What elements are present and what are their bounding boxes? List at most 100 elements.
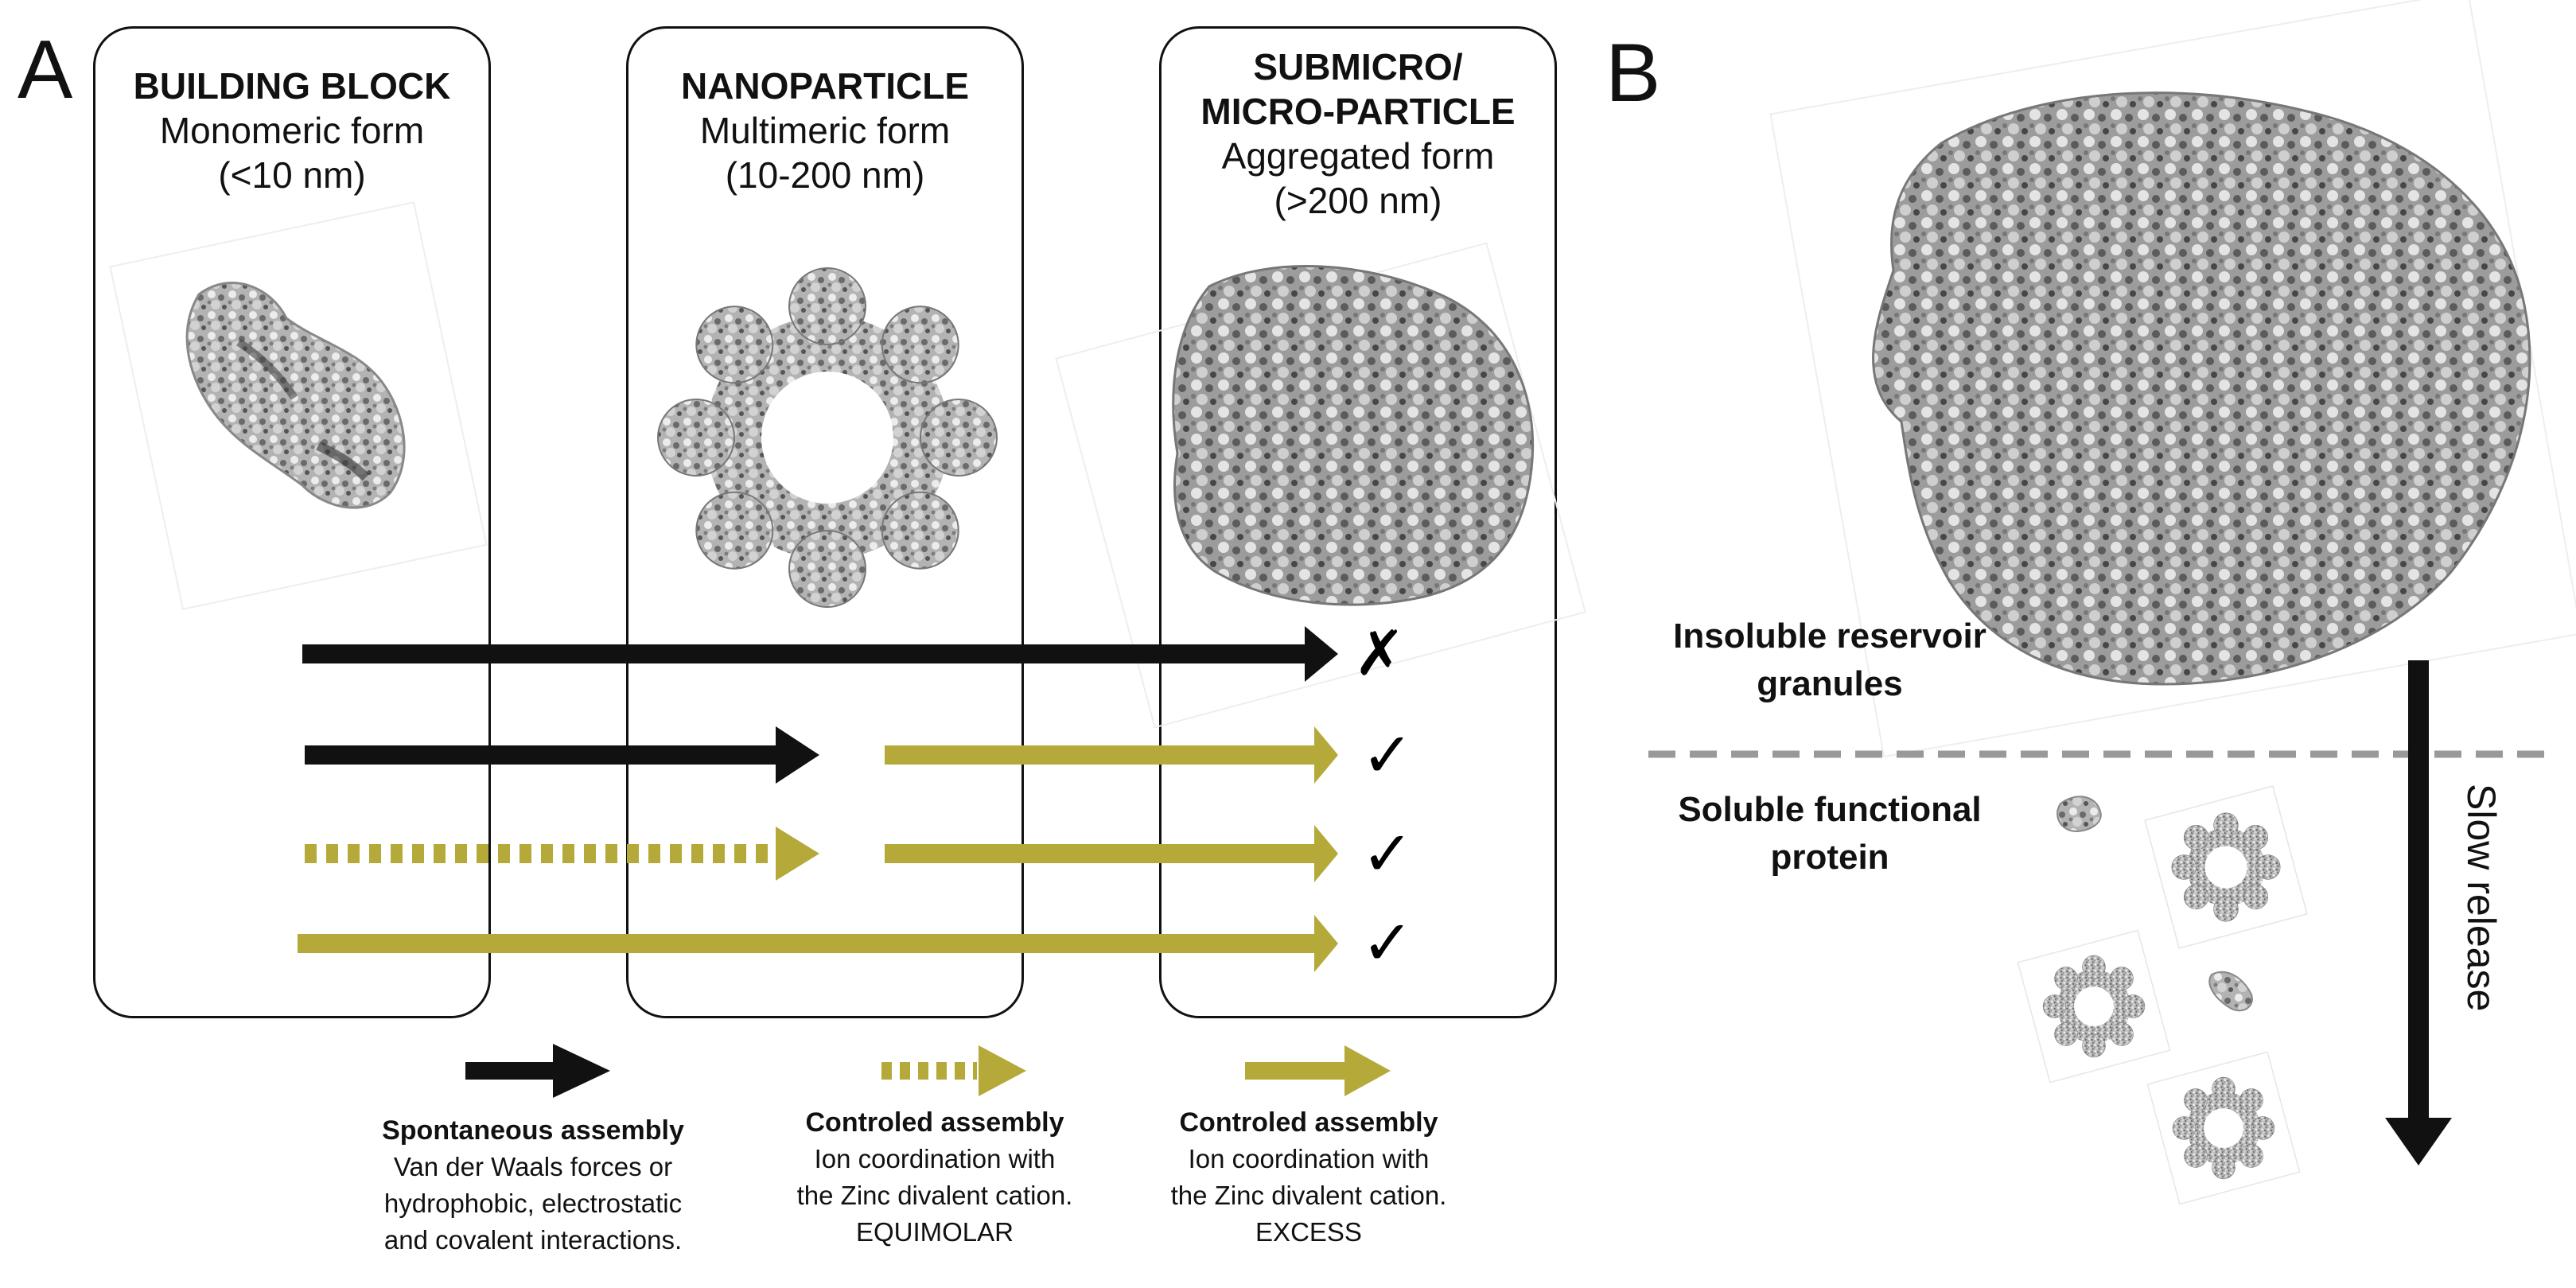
pathway-1-mark: ✗: [1353, 618, 1405, 688]
microparticle-structure: [1055, 242, 1586, 729]
pathway-2-arrows: [305, 726, 1338, 784]
protein-lobe: [2110, 1022, 2134, 1046]
legend-title: Spontaneous assembly: [382, 1115, 684, 1146]
soluble-nanoparticle: [2144, 785, 2308, 949]
protein-lobe: [2183, 884, 2209, 910]
protein-lobe: [2082, 1033, 2106, 1058]
legend-excess-arrow: [1245, 1045, 1391, 1096]
legend-line: Ion coordination with: [814, 1144, 1056, 1173]
stage-header-nanoparticle: NANOPARTICLE Multimeric form (10-200 nm): [628, 64, 1021, 197]
protein-lobe: [2121, 994, 2146, 1018]
legend-line: Van der Waals forces or: [393, 1152, 673, 1181]
protein-lobe: [881, 491, 959, 570]
legend-title: Controled assembly: [1179, 1107, 1438, 1138]
monomer-structure: [109, 201, 488, 610]
insoluble-reservoir-label: Insoluble reservoir granules: [1647, 613, 2013, 708]
panel-a-label: A: [18, 24, 73, 116]
protein-lobe: [2239, 1144, 2263, 1168]
soluble-nanoparticle: [2146, 1051, 2301, 1205]
stage-title: BUILDING BLOCK: [133, 65, 451, 107]
protein-lobe: [2042, 994, 2067, 1018]
pathway-arrows: [298, 626, 1338, 972]
legend-line: hydrophobic, electrostatic: [383, 1189, 683, 1218]
soluble-protein-monomer: [2057, 796, 2102, 833]
label-line: protein: [1770, 838, 1889, 877]
legend-line: Ion coordination with: [1188, 1144, 1430, 1173]
protein-lobe: [2184, 1088, 2208, 1112]
panel-b-label: B: [1605, 27, 1661, 119]
protein-lobe: [2183, 824, 2209, 850]
protein-lobe: [2212, 1076, 2236, 1101]
pathway-1-spontaneous-arrow: [302, 626, 1338, 682]
stage-box-nanoparticle: NANOPARTICLE Multimeric form (10-200 nm): [626, 26, 1024, 1018]
legend-line: EQUIMOLAR: [855, 1217, 1014, 1247]
soluble-protein-label: Soluble functional protein: [1647, 786, 2013, 881]
legend-equimolar: Controled assembly Ion coordination with…: [752, 1104, 1118, 1251]
legend-line: EXCESS: [1255, 1217, 1362, 1247]
stage-header-building-block: BUILDING BLOCK Monomeric form (<10 nm): [95, 64, 488, 197]
pathway-3-arrows: [305, 825, 1338, 882]
protein-lobe: [2239, 1088, 2263, 1112]
pathway-4-mark: ✓: [1361, 908, 1413, 978]
protein-lobe: [2243, 884, 2269, 910]
structure-frame: [2146, 1051, 2301, 1205]
pathway-4-arrow: [298, 915, 1338, 972]
stage-header-microparticle: SUBMICRO/ MICRO-PARTICLE Aggregated form…: [1162, 45, 1555, 223]
structure-frame: [2017, 929, 2171, 1084]
protein-lobe: [2213, 897, 2239, 922]
reservoir-granule-structure: [1769, 0, 2576, 758]
protein-lobe: [2054, 967, 2078, 990]
protein-lobe: [2184, 1144, 2208, 1168]
stage-size: (<10 nm): [218, 154, 366, 196]
stage-form: Multimeric form: [699, 110, 951, 151]
legend-arrows: [465, 1044, 1391, 1098]
stage-box-microparticle: SUBMICRO/ MICRO-PARTICLE Aggregated form…: [1159, 26, 1557, 1018]
protein-lobe: [695, 491, 774, 570]
legend-line: the Zinc divalent cation.: [796, 1181, 1073, 1210]
stage-form: Monomeric form: [159, 110, 425, 151]
stage-title-line1: SUBMICRO/: [1253, 46, 1463, 88]
legend-equimolar-arrow: [881, 1045, 1026, 1096]
stage-title-line2: MICRO-PARTICLE: [1200, 91, 1516, 132]
label-line: Insoluble reservoir: [1673, 617, 1986, 656]
soluble-nanoparticles: [2017, 785, 2308, 1205]
stage-box-building-block: BUILDING BLOCK Monomeric form (<10 nm): [93, 26, 491, 1018]
protein-lobe: [2212, 1155, 2236, 1180]
stage-form: Aggregated form: [1221, 135, 1495, 177]
protein-lobe: [2213, 812, 2239, 838]
slow-release-arrow: [2385, 660, 2452, 1165]
legend-title: Controled assembly: [805, 1107, 1064, 1138]
protein-lobe: [2243, 824, 2269, 850]
protein-lobe: [788, 530, 866, 608]
legend-spontaneous: Spontaneous assembly Van der Waals force…: [350, 1112, 716, 1259]
label-line: granules: [1757, 664, 1903, 703]
protein-lobe: [788, 267, 866, 345]
nanoparticle-structure: [657, 267, 998, 608]
protein-lobe: [2110, 967, 2134, 990]
protein-lobe: [2251, 1116, 2275, 1140]
soluble-protein-monomer: [2208, 971, 2253, 1012]
protein-lobe: [2082, 955, 2106, 979]
pathway-2-mark: ✓: [1361, 720, 1413, 790]
slow-release-label: Slow release: [2459, 784, 2504, 1012]
legend-spontaneous-arrow: [465, 1044, 610, 1098]
pathway-marks: ✗ ✓ ✓ ✓: [1353, 618, 1413, 978]
soluble-nanoparticle: [2017, 929, 2171, 1084]
stage-title: NANOPARTICLE: [680, 65, 970, 107]
protein-lobe: [657, 399, 735, 477]
legend-line: and covalent interactions.: [383, 1225, 683, 1255]
protein-lobe: [881, 305, 959, 384]
legend-excess: Controled assembly Ion coordination with…: [1126, 1104, 1492, 1251]
label-line: Soluble functional: [1678, 790, 1982, 829]
pathway-3-mark: ✓: [1361, 819, 1413, 889]
structure-frame: [2144, 785, 2308, 949]
protein-lobe: [695, 305, 774, 384]
protein-lobe: [2172, 1116, 2197, 1140]
stage-size: (10-200 nm): [725, 154, 925, 196]
stage-size: (>200 nm): [1274, 180, 1442, 221]
protein-lobe: [920, 399, 998, 477]
legend-line: the Zinc divalent cation.: [1170, 1181, 1447, 1210]
protein-lobe: [2255, 854, 2281, 880]
